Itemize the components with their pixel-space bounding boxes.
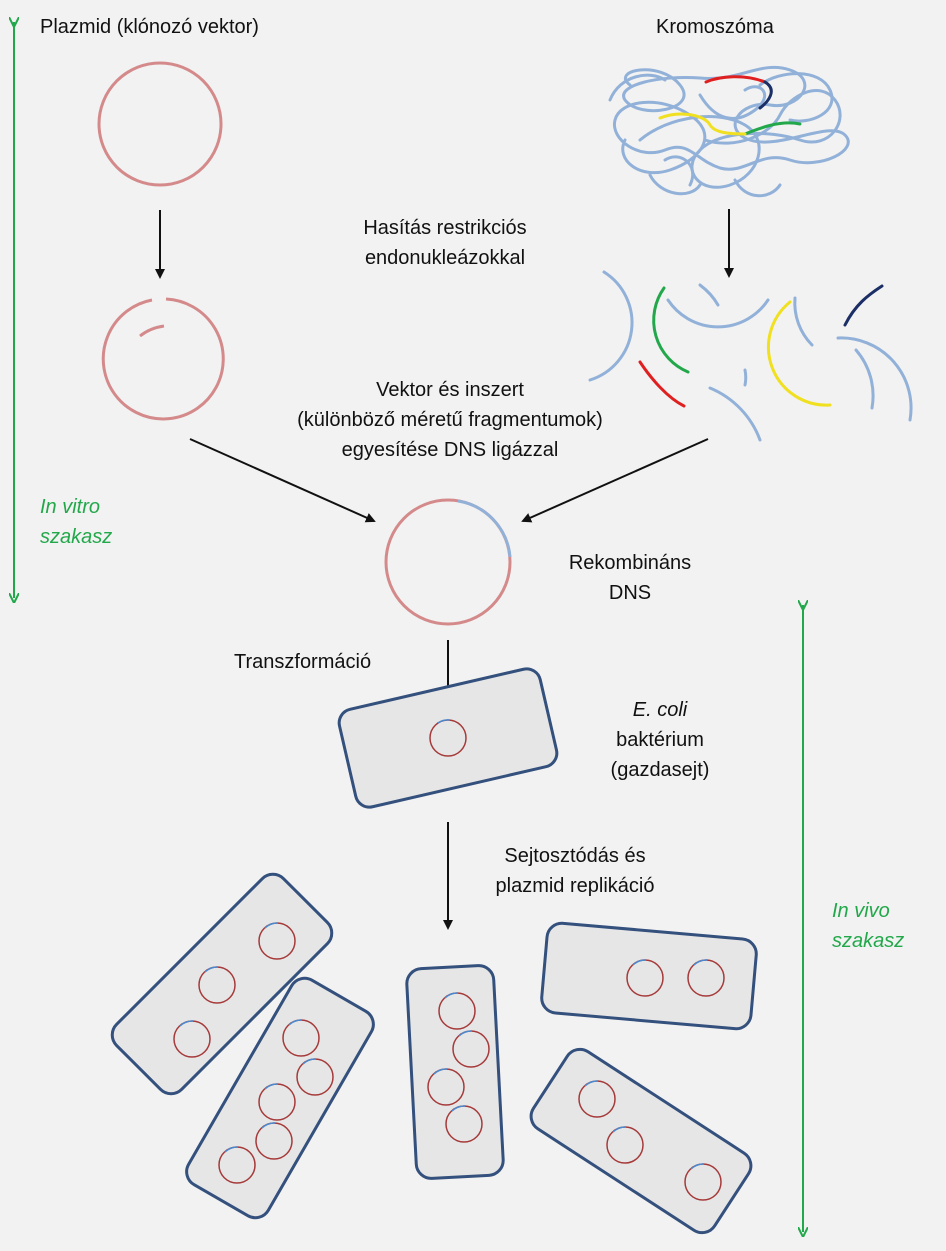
ligation-label: Vektor és inszert (különböző méretű frag…: [250, 375, 650, 465]
in-vitro-label: In vitro szakasz: [40, 492, 112, 552]
recombinant-label-line1: Rekombináns: [568, 552, 692, 574]
plasmid-insert-arc: [224, 1146, 239, 1153]
plasmid-insert-arc: [458, 1030, 473, 1037]
daughter-cell: [110, 872, 334, 1096]
daughter-cell: [405, 964, 505, 1180]
plasmid-insert-arc: [444, 992, 459, 999]
plasmid-insert-arc: [584, 1080, 599, 1087]
recombinant-dna: [384, 498, 512, 626]
ecoli-label-line3: (gazdasejt): [610, 759, 710, 781]
in-vitro-label-line2: szakasz: [40, 526, 113, 548]
ecoli-label-line2: baktérium: [616, 729, 704, 751]
dna-fragments: [588, 270, 913, 442]
ligation-label-line3: egyesítése DNS ligázzal: [341, 439, 559, 461]
restriction-label: Hasítás restrikciós endonukleázokkal: [340, 213, 550, 273]
plasmid-circle: [97, 61, 223, 187]
plasmid-insert-arc: [288, 1019, 303, 1026]
ecoli-label: E. coli baktérium (gazdasejt): [590, 695, 730, 785]
plasmid-insert-arc: [302, 1058, 317, 1065]
plasmid-title: Plazmid (klónozó vektor): [40, 16, 259, 38]
in-vivo-label-line2: szakasz: [832, 930, 905, 952]
ligation-label-line1: Vektor és inszert: [376, 379, 524, 401]
plasmid-insert-arc: [632, 959, 647, 966]
arrow-vector-to-ligation: [189, 438, 376, 523]
plasmid-insert-arc: [612, 1126, 627, 1133]
daughter-cell-body: [540, 921, 758, 1031]
plasmid-insert-arc: [433, 1068, 448, 1075]
plasmid-insert-arc: [693, 959, 708, 966]
recombinant-label-line2: DNS: [608, 582, 652, 604]
daughter-cell-body: [529, 1047, 753, 1235]
restriction-label-line2: endonukleázokkal: [364, 247, 526, 269]
cut-plasmid: [101, 297, 225, 421]
recombinant-label: Rekombináns DNS: [560, 548, 700, 608]
transformation-label: Transzformáció: [234, 651, 372, 673]
plasmid-insert-arc: [451, 1105, 466, 1112]
host-cell: [337, 667, 559, 809]
in-vitro-label-line1: In vitro: [40, 496, 101, 518]
chromosome-tangle: [608, 65, 850, 198]
ecoli-label-line1: E. coli: [632, 699, 688, 721]
plasmid-insert-arc: [264, 922, 279, 929]
daughter-cell: [540, 921, 758, 1031]
daughter-cell: [529, 1047, 753, 1235]
division-label: Sejtosztódás és plazmid replikáció: [470, 841, 680, 901]
restriction-label-line1: Hasítás restrikciós: [363, 217, 527, 239]
plasmid-insert-arc: [264, 1083, 279, 1090]
plasmid-insert-arc: [204, 966, 219, 973]
plasmid-insert-arc: [261, 1122, 276, 1129]
ligation-label-line2: (különböző méretű fragmentumok): [297, 409, 603, 431]
daughter-cell: [185, 976, 375, 1220]
plasmid-insert-arc: [179, 1020, 194, 1027]
in-vivo-label: In vivo szakasz: [832, 896, 904, 956]
arrow-insert-to-ligation: [521, 438, 709, 523]
in-vivo-label-line1: In vivo: [832, 900, 890, 922]
chromosome-colored-segments: [658, 75, 802, 136]
chromosome-title: Kromoszóma: [656, 16, 774, 38]
process-arrows: [155, 209, 734, 930]
cell-plasmid: [429, 719, 467, 757]
division-label-line2: plazmid replikáció: [495, 875, 655, 897]
daughter-cell-body: [110, 872, 334, 1096]
daughter-cell-body: [185, 976, 375, 1220]
division-label-line1: Sejtosztódás és: [504, 845, 646, 867]
plasmid-insert-arc: [690, 1163, 705, 1170]
